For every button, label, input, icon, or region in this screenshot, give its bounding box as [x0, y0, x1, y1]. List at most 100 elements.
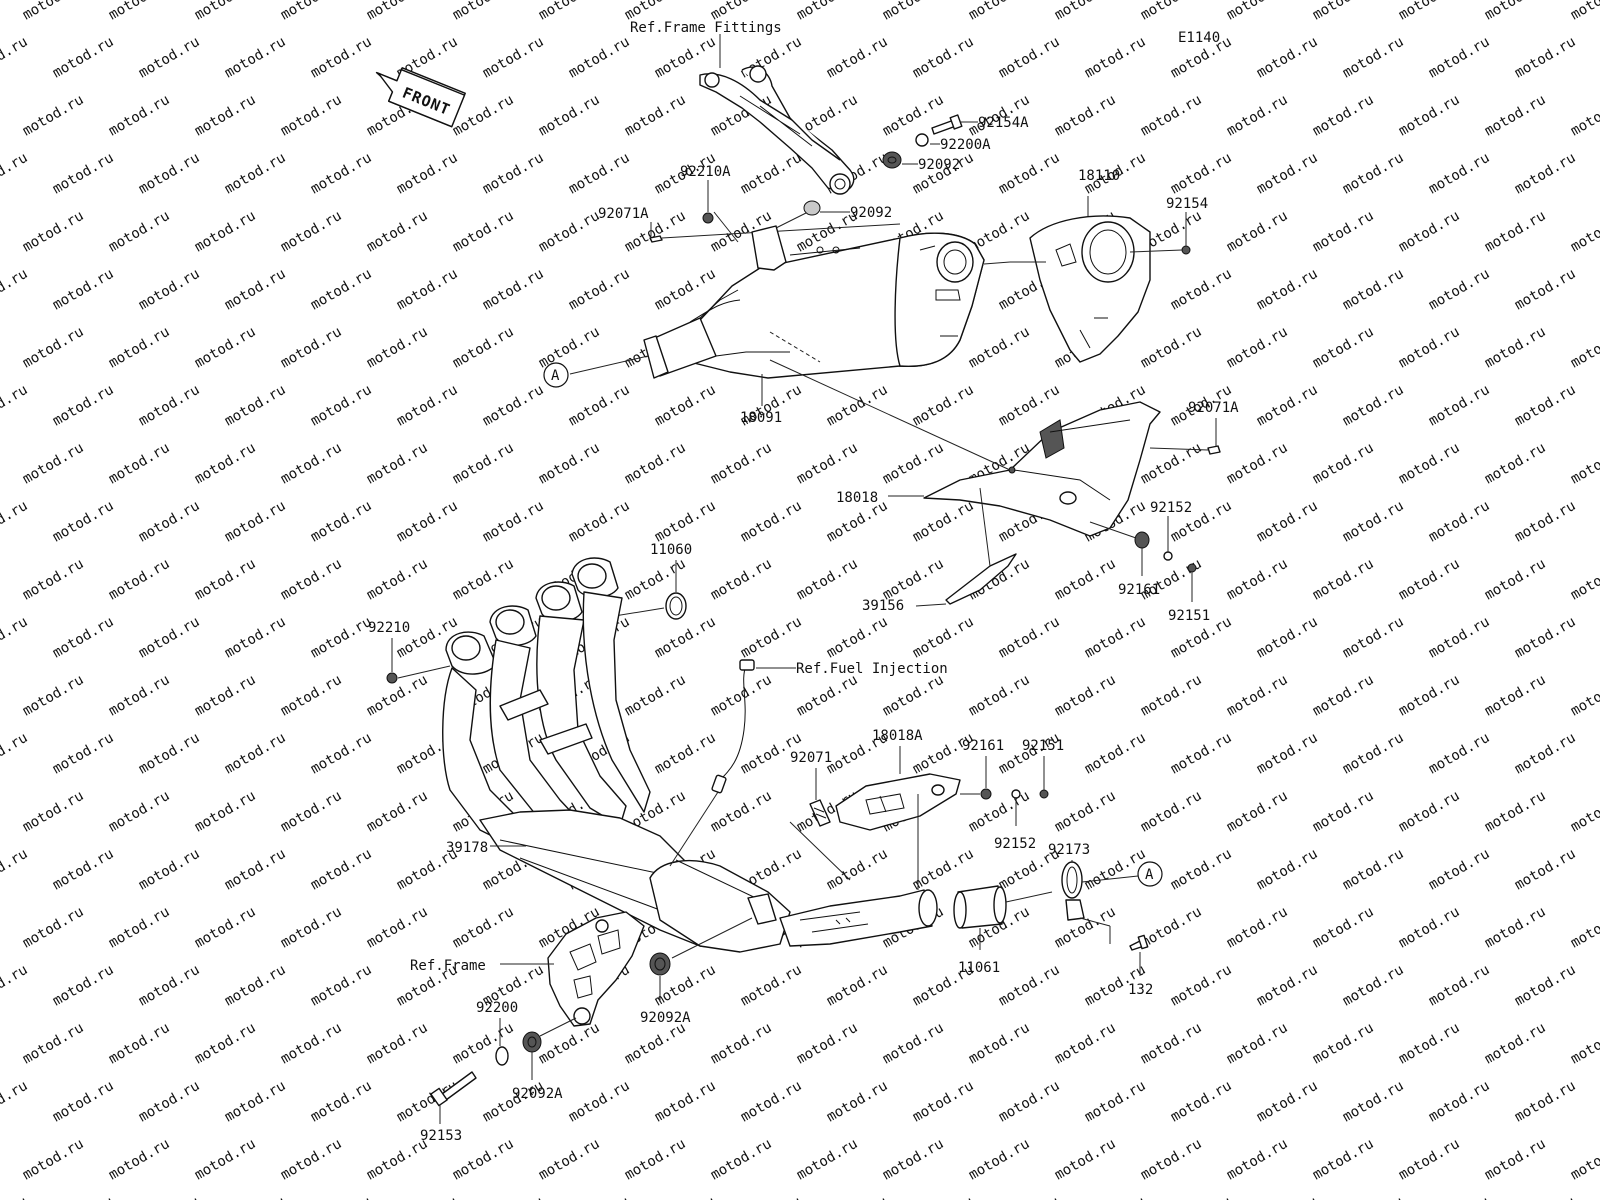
watermark-text: motod.ru: [1254, 1078, 1320, 1126]
watermark-text: motod.ru: [1224, 556, 1290, 604]
watermark-text: motod.ru: [566, 1078, 632, 1126]
watermark-text: motod.ru: [394, 266, 460, 314]
part-92092A-mid: 92092A: [640, 1010, 691, 1026]
part-92092A-low: 92092A: [512, 1086, 563, 1102]
watermark-text: motod.ru: [20, 788, 86, 836]
watermark-text: motod.ru: [1482, 556, 1548, 604]
watermark-text: motod.ru: [1396, 672, 1462, 720]
watermark-text: motod.ru: [106, 556, 172, 604]
watermark-text: motod.ru: [192, 92, 258, 140]
watermark-text: motod.ru: [1224, 1136, 1290, 1184]
watermark-text: motod.ru: [192, 0, 258, 23]
watermark-text: motod.ru: [1512, 266, 1578, 314]
watermark-text: motod.ru: [222, 730, 288, 778]
watermark-text: motod.ru: [222, 962, 288, 1010]
watermark-text: motod.ru: [50, 150, 116, 198]
watermark-text: motod.ru: [1168, 962, 1234, 1010]
watermark-text: motod.ru: [222, 1078, 288, 1126]
part-92152-lower: 92152: [994, 836, 1036, 852]
watermark-text: motod.ru: [824, 34, 890, 82]
watermark-text: motod.ru: [1568, 556, 1600, 604]
watermark-text: motod.ru: [1340, 266, 1406, 314]
watermark-text: motod.ru: [566, 266, 632, 314]
part-92152-upper: 92152: [1150, 500, 1192, 516]
damper-92092-upper: [882, 151, 902, 169]
watermark-text: motod.ru: [1254, 382, 1320, 430]
watermark-text: motod.ru: [1052, 556, 1118, 604]
watermark-text: motod.ru: [652, 266, 718, 314]
watermark-text: motod.ru: [566, 382, 632, 430]
watermark-text: motod.ru: [136, 846, 202, 894]
watermark-text: motod.ru: [1138, 1136, 1204, 1184]
part-18018A: 18018A: [872, 728, 923, 744]
watermark-text: motod.ru: [192, 324, 258, 372]
watermark-text: motod.ru: [50, 266, 116, 314]
watermark-text: motod.ru: [1052, 1020, 1118, 1068]
part-92210A: 92210A: [680, 164, 731, 180]
watermark-text: motod.ru: [136, 614, 202, 662]
watermark-text: motod.ru: [738, 150, 804, 198]
watermark-text: motod.ru: [1254, 150, 1320, 198]
watermark-text: motod.ru: [536, 1136, 602, 1184]
watermark-text: motod.ru: [652, 1194, 718, 1200]
part-18110: 18110: [1078, 168, 1120, 184]
watermark-text: motod.ru: [1254, 1194, 1320, 1200]
watermark-text: motod.ru: [50, 730, 116, 778]
ref-frame-fittings-label: Ref.Frame Fittings: [630, 20, 782, 36]
watermark-text: motod.ru: [0, 150, 30, 198]
watermark-text: motod.ru: [278, 556, 344, 604]
watermark-text: motod.ru: [1512, 962, 1578, 1010]
watermark-text: motod.ru: [1396, 208, 1462, 256]
watermark-text: motod.ru: [1482, 0, 1548, 23]
watermark-text: motod.ru: [222, 382, 288, 430]
watermark-text: motod.ru: [996, 150, 1062, 198]
watermark-text: motod.ru: [1568, 324, 1600, 372]
watermark-text: motod.ru: [278, 672, 344, 720]
watermark-text: motod.ru: [106, 208, 172, 256]
part-132: 132: [1128, 982, 1153, 998]
watermark-text: motod.ru: [996, 382, 1062, 430]
watermark-text: motod.ru: [1310, 672, 1376, 720]
watermark-text: motod.ru: [450, 904, 516, 952]
watermark-text: motod.ru: [652, 382, 718, 430]
watermark-text: motod.ru: [738, 962, 804, 1010]
watermark-text: motod.ru: [136, 150, 202, 198]
watermark-text: motod.ru: [278, 0, 344, 23]
part-92200: 92200: [476, 1000, 518, 1016]
watermark-text: motod.ru: [708, 788, 774, 836]
watermark-text: motod.ru: [1310, 1020, 1376, 1068]
watermark-text: motod.ru: [1396, 556, 1462, 604]
watermark-text: motod.ru: [222, 34, 288, 82]
part-92161-upper: 92161: [1118, 582, 1160, 598]
watermark-text: motod.ru: [1224, 904, 1290, 952]
watermark-text: motod.ru: [1052, 672, 1118, 720]
watermark-text: motod.ru: [278, 1020, 344, 1068]
watermark-text: motod.ru: [824, 846, 890, 894]
watermark-text: motod.ru: [622, 1136, 688, 1184]
watermark-text: motod.ru: [1396, 788, 1462, 836]
watermark-text: motod.ru: [1396, 324, 1462, 372]
watermark-text: motod.ru: [20, 1136, 86, 1184]
watermark-text: motod.ru: [136, 34, 202, 82]
watermark-text: motod.ru: [0, 614, 30, 662]
watermark-text: motod.ru: [278, 208, 344, 256]
watermark-text: motod.ru: [1426, 266, 1492, 314]
watermark-text: motod.ru: [1254, 34, 1320, 82]
watermark-text: motod.ru: [222, 498, 288, 546]
watermark-text: motod.ru: [1310, 92, 1376, 140]
watermark-text: motod.ru: [1082, 1194, 1148, 1200]
watermark-text: motod.ru: [1426, 614, 1492, 662]
watermark-text: motod.ru: [394, 1078, 460, 1126]
part-92153: 92153: [420, 1128, 462, 1144]
watermark-text: motod.ru: [794, 440, 860, 488]
part-92092-upper: 92092: [918, 157, 960, 173]
watermark-text: motod.ru: [1052, 904, 1118, 952]
watermark-text: motod.ru: [1340, 614, 1406, 662]
washer-92200: [495, 1046, 509, 1066]
rivet-92154: [1181, 245, 1191, 255]
watermark-text: motod.ru: [136, 266, 202, 314]
watermark-text: motod.ru: [308, 962, 374, 1010]
diagram-code: E1140: [1178, 30, 1220, 46]
gasket-11061: [953, 885, 1007, 929]
watermark-text: motod.ru: [824, 1194, 890, 1200]
